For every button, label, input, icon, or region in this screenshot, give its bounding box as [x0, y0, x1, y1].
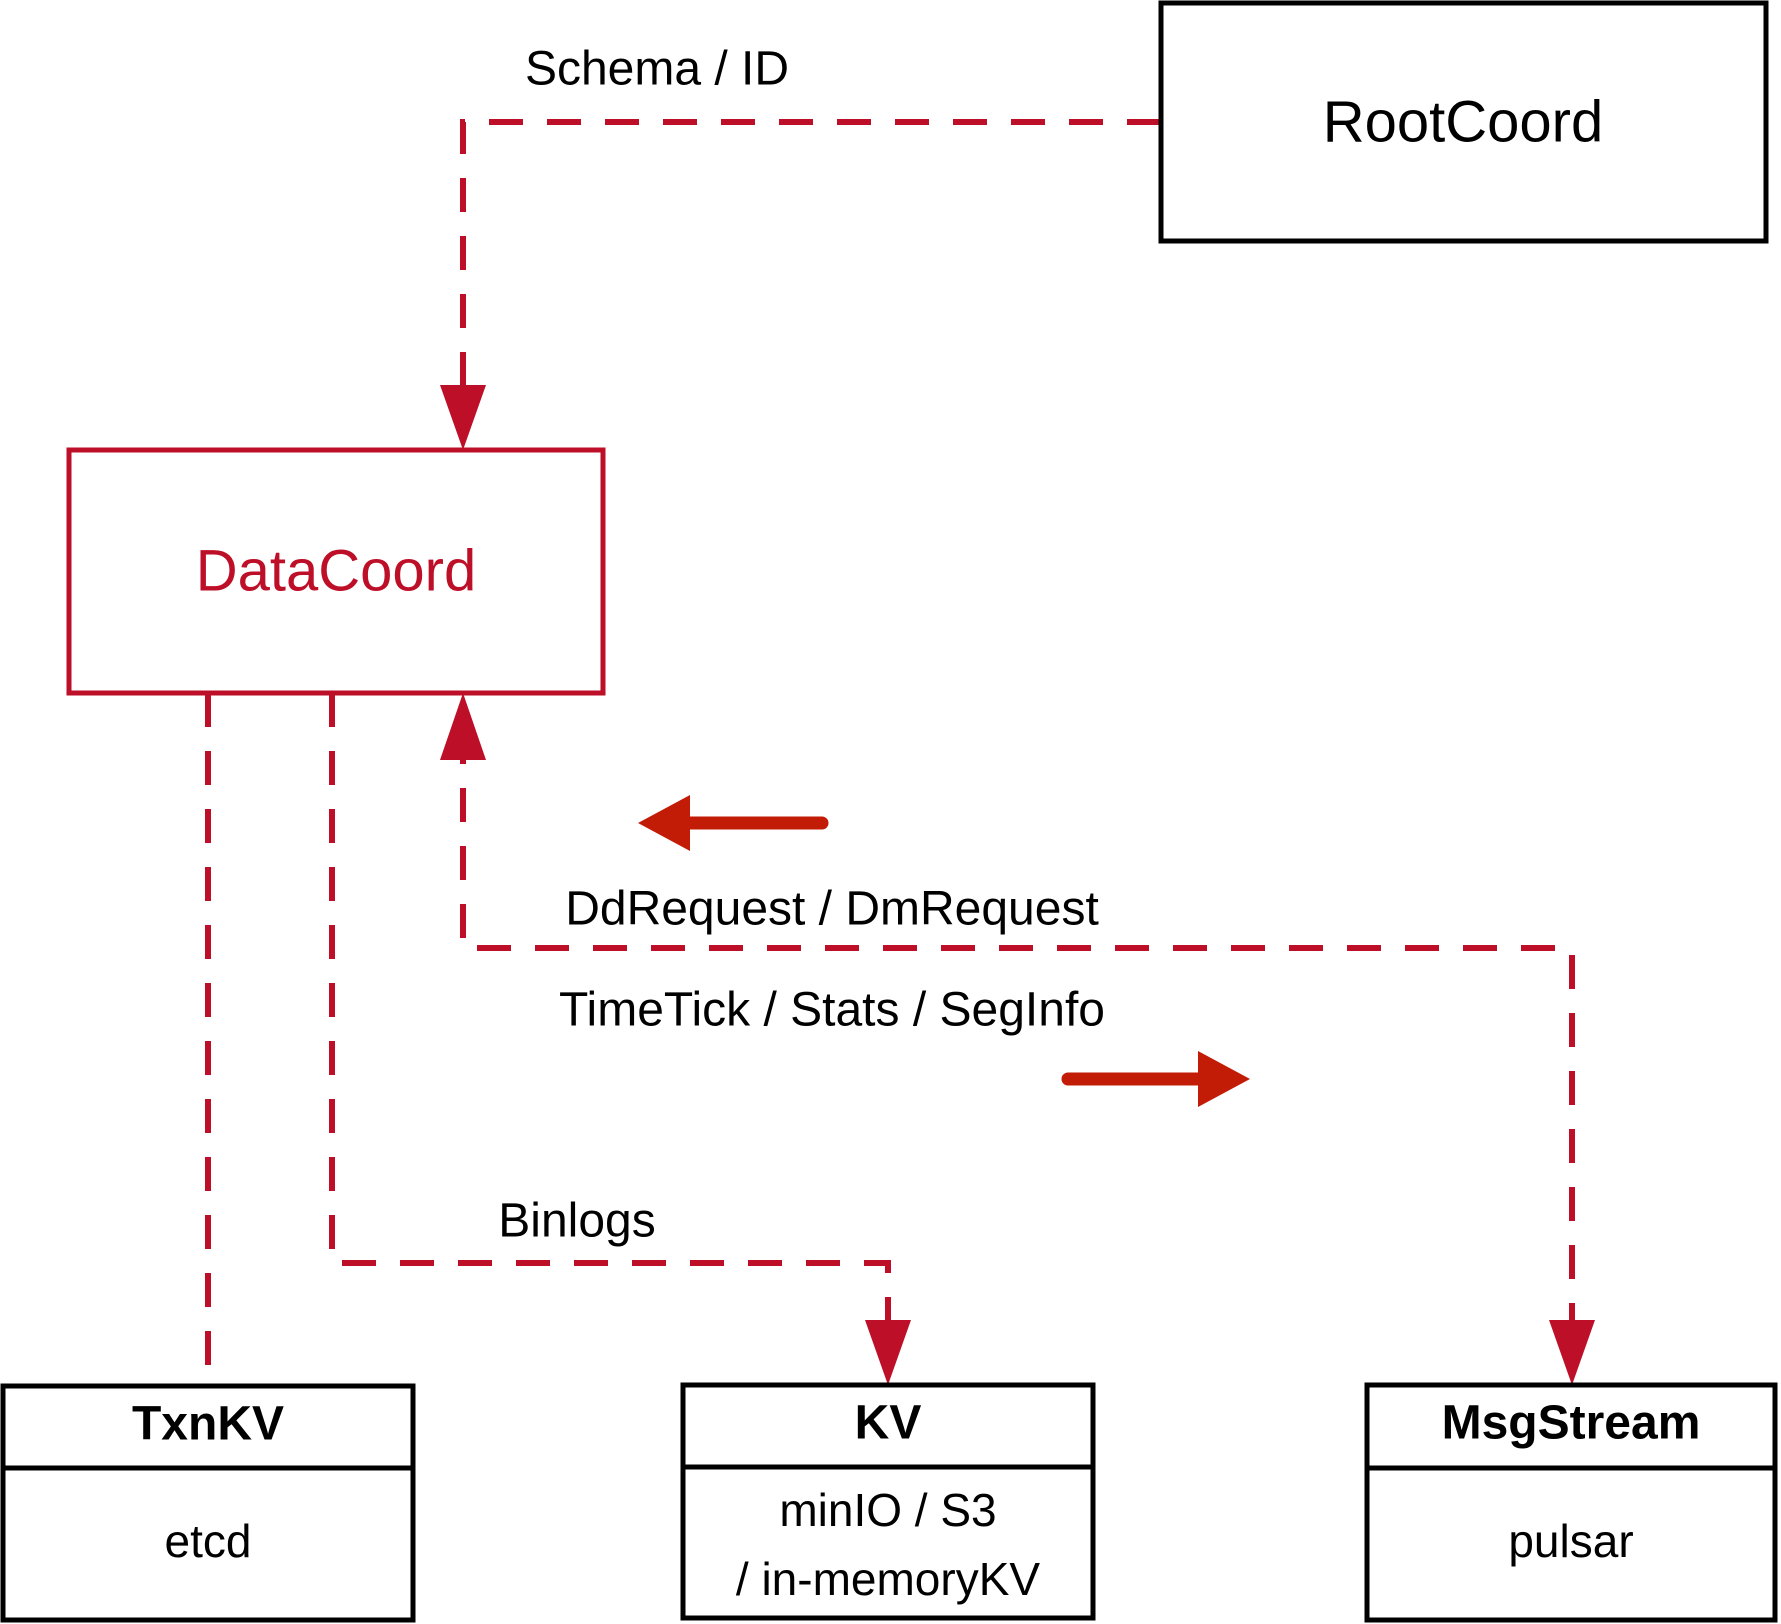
node-msgstream[interactable]: MsgStream pulsar — [1364, 1382, 1778, 1623]
arrow-ddrequest-head — [638, 795, 690, 851]
node-kv-subtitle-line2: / in-memoryKV — [736, 1553, 1040, 1605]
arrow-timetick-head — [1198, 1051, 1250, 1107]
edge-msgstream-up-arrowhead — [440, 693, 486, 760]
node-datacoord[interactable]: DataCoord — [66, 447, 606, 696]
edge-schema-id-line — [460, 119, 1161, 415]
node-txnkv-box — [0, 1383, 416, 1623]
node-msgstream-title: MsgStream — [1442, 1397, 1701, 1450]
node-kv-box — [680, 1382, 1096, 1621]
node-kv-subtitle-line1: minIO / S3 — [779, 1484, 996, 1536]
edge-binlogs-line — [329, 693, 891, 1352]
edge-label-schema-id: Schema / ID — [525, 43, 789, 96]
node-kv[interactable]: KV minIO / S3 / in-memoryKV — [680, 1382, 1096, 1621]
edge-label-ddrequest-dmrequest: DdRequest / DmRequest — [565, 883, 1099, 936]
node-datacoord-box — [66, 447, 606, 696]
node-msgstream-subtitle: pulsar — [1508, 1515, 1633, 1567]
edge-schema-id-arrowhead — [440, 385, 486, 450]
edge-msgstream-down-arrowhead — [1549, 1320, 1595, 1385]
edge-binlogs-arrowhead — [865, 1320, 911, 1385]
node-txnkv-title: TxnKV — [132, 1398, 284, 1451]
node-kv-title: KV — [855, 1397, 922, 1450]
edge-label-binlogs: Binlogs — [498, 1195, 655, 1248]
edge-msgstream-line — [460, 730, 1575, 1352]
node-rootcoord[interactable]: RootCoord — [1158, 0, 1769, 244]
node-txnkv-subtitle: etcd — [165, 1515, 252, 1567]
node-rootcoord-box — [1158, 0, 1769, 244]
node-msgstream-box — [1364, 1382, 1778, 1623]
node-rootcoord-label: RootCoord — [1323, 89, 1603, 154]
node-txnkv[interactable]: TxnKV etcd — [0, 1383, 416, 1623]
edge-label-timetick-stats-seginfo: TimeTick / Stats / SegInfo — [559, 984, 1105, 1037]
node-datacoord-label: DataCoord — [196, 538, 476, 603]
